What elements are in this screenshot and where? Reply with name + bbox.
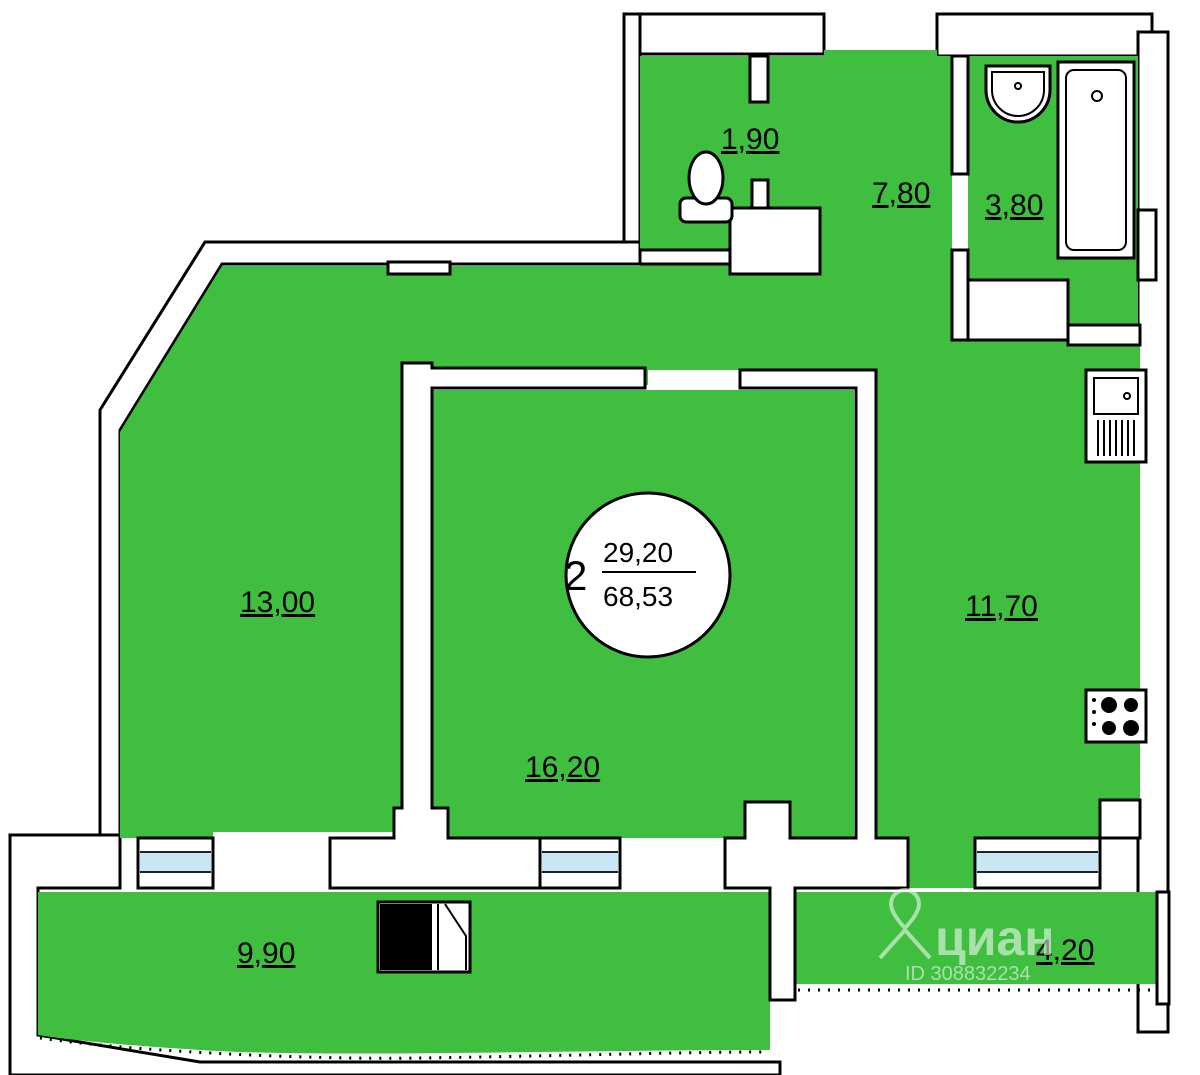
sink-icon (984, 64, 1052, 124)
rooms-count: 2 (564, 552, 587, 599)
room-area-bedroom: 13,00 (240, 586, 315, 619)
watermark-brand: циан (935, 910, 1054, 966)
room-area-kitchen: 11,70 (965, 590, 1038, 623)
bathtub-icon (1056, 60, 1136, 260)
windows (136, 208, 1158, 890)
window-kitchen (973, 836, 1102, 890)
interior-walls (328, 54, 1142, 1002)
window-bedroom (136, 836, 215, 890)
window-living (538, 836, 622, 890)
location-pin-icon (878, 887, 932, 960)
balcony-rail-left (39, 1036, 769, 1060)
room-area-bathroom: 3,80 (985, 189, 1043, 222)
living-area: 29,20 (603, 537, 673, 568)
watermark-id: ID 308832234 (905, 963, 1031, 985)
wardrobe-icon (376, 900, 472, 974)
room-area-living: 16,20 (525, 751, 600, 784)
watermark: циан ID 308832234 (878, 887, 1054, 985)
kitchen-sink-icon (1084, 368, 1148, 464)
room-labels: 1,90 7,80 3,80 13,00 16,20 11,70 9,90 4,… (237, 123, 1094, 970)
room-area-balcony-right: 4,20 (1036, 934, 1094, 967)
window-right-wall (1136, 208, 1158, 282)
walls (8, 12, 1170, 1075)
stove-icon (1084, 688, 1148, 744)
room-area-balcony-left: 9,90 (237, 937, 295, 970)
total-area: 68,53 (603, 581, 673, 612)
room-area-toilet: 1,90 (721, 123, 779, 156)
toilet-bowl-icon (678, 150, 734, 224)
apartment-summary: 2 29,20 68,53 (564, 491, 732, 659)
room-area-hallway: 7,80 (872, 177, 930, 210)
